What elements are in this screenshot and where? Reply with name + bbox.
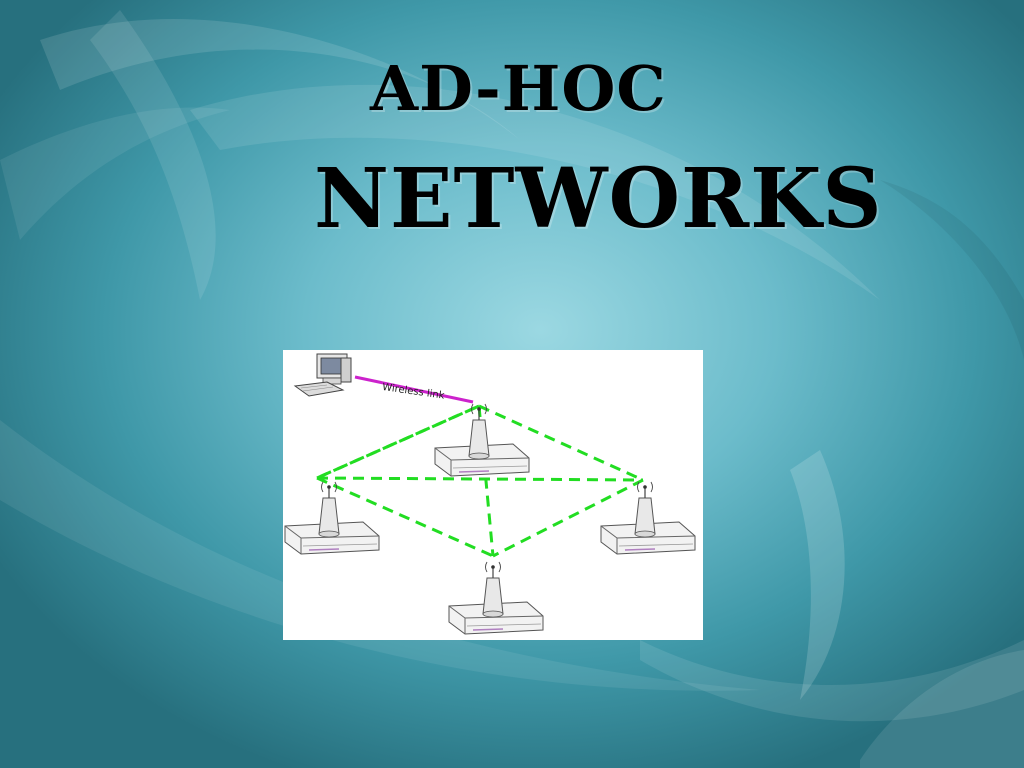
network-diagram-canvas: [284, 353, 696, 635]
title-line-1: Ad-hoc: [370, 52, 667, 125]
link-left-right: [316, 476, 644, 482]
wireless-link-line: [354, 375, 474, 404]
link-left-top: [316, 404, 480, 480]
desktop-computer-icon: [293, 353, 352, 397]
link-top-right: [478, 404, 644, 482]
title-line-2: networks: [314, 151, 883, 247]
link-left-bottom: [316, 476, 494, 558]
access-point-icon: [600, 481, 696, 555]
access-point-icon: [284, 481, 380, 555]
link-right-bottom: [492, 478, 644, 558]
access-point-icon: [448, 561, 544, 635]
link-top-left: [316, 404, 480, 480]
access-point-icon: [434, 403, 530, 477]
network-diagram: Wireless link: [283, 350, 703, 640]
